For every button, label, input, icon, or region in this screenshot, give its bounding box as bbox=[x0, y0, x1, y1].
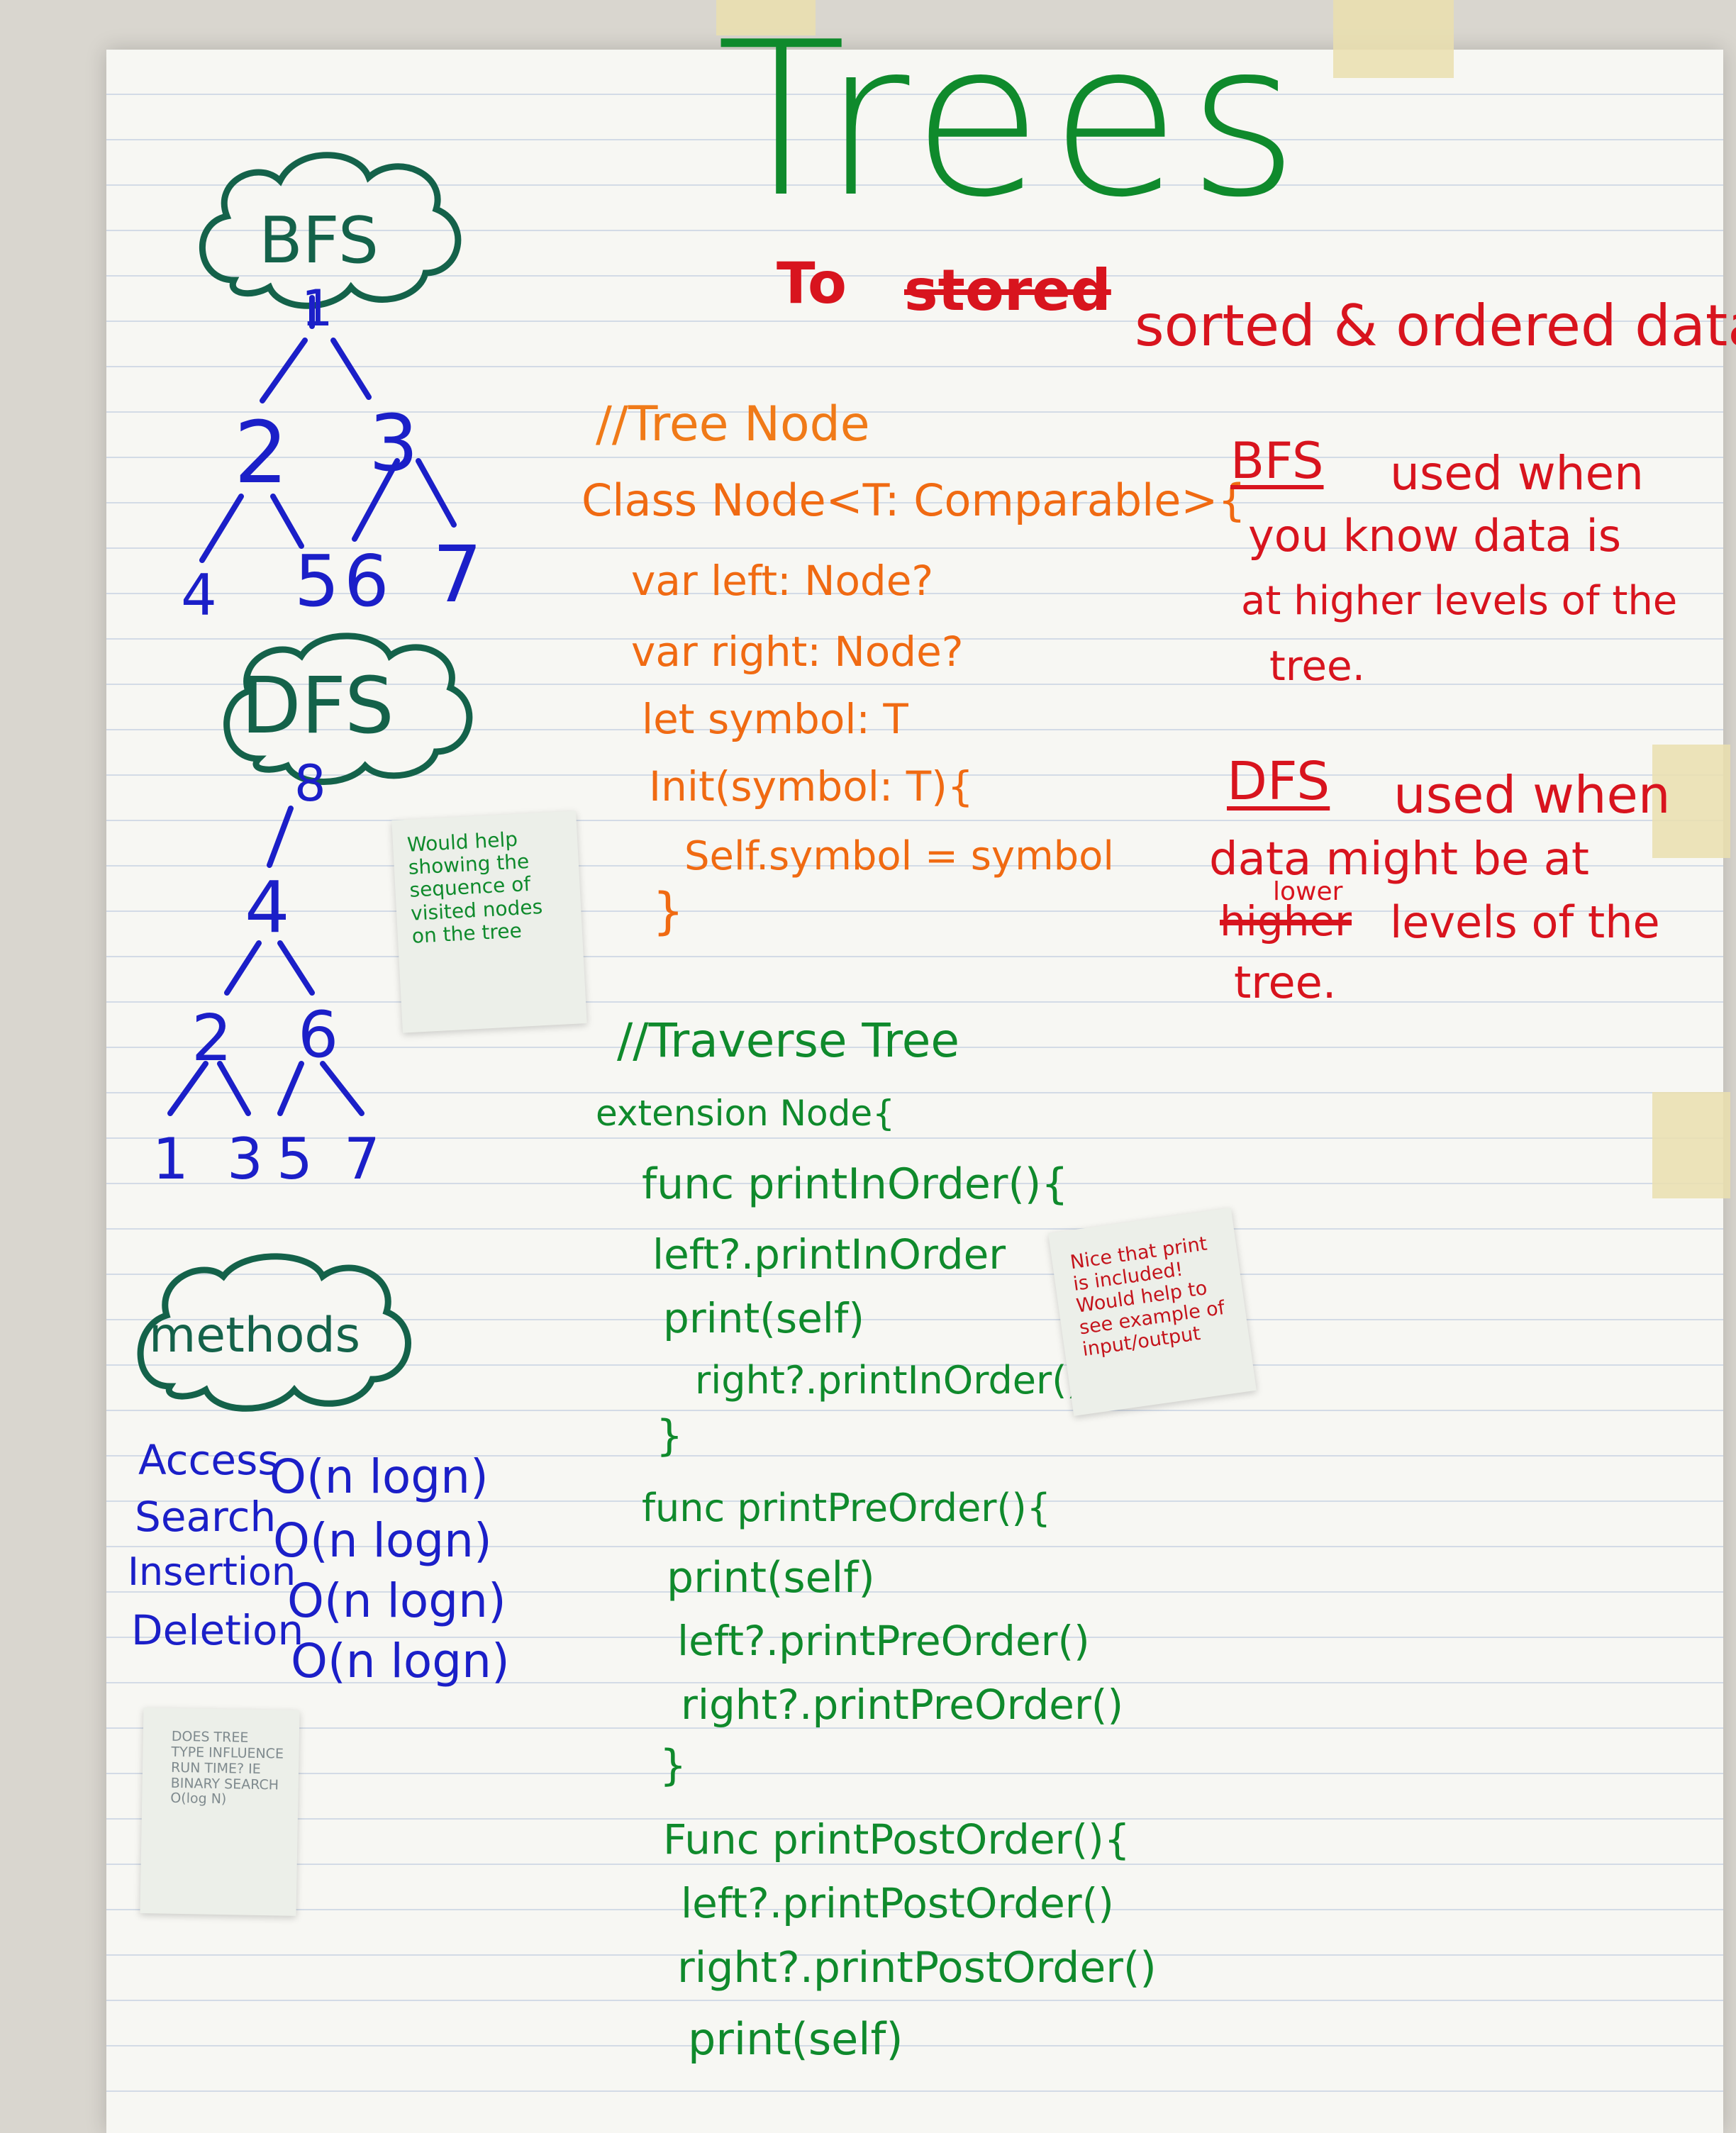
code-node-comment: //Tree Node bbox=[596, 401, 870, 449]
bfs-note-line: you know data is bbox=[1248, 514, 1621, 558]
method-complexity: O(n logn) bbox=[287, 1578, 506, 1625]
code-line: let symbol: T bbox=[642, 698, 908, 740]
code-line: func printPreOrder(){ bbox=[642, 1489, 1051, 1527]
bfs-note-line: tree. bbox=[1269, 645, 1365, 686]
dfs-node: 3 bbox=[227, 1131, 263, 1188]
code-line: right?.printInOrder() bbox=[695, 1361, 1081, 1400]
method-name: Access bbox=[138, 1439, 279, 1481]
bfs-node: 4 bbox=[181, 567, 217, 624]
method-complexity: O(n logn) bbox=[291, 1638, 510, 1685]
bfs-note-line: used when bbox=[1390, 450, 1644, 497]
code-line: extension Node{ bbox=[596, 1096, 895, 1131]
dfs-node: 7 bbox=[344, 1131, 380, 1188]
method-name: Insertion bbox=[128, 1553, 296, 1591]
dfs-node: 1 bbox=[152, 1131, 189, 1188]
code-line: var left: Node? bbox=[631, 560, 933, 601]
sticky-note-run-time: DOES TREE TYPE INFLUENCE RUN TIME? IE BI… bbox=[140, 1708, 299, 1916]
bfs-cloud-label: BFS bbox=[259, 209, 379, 273]
method-complexity: O(n logn) bbox=[273, 1517, 492, 1564]
code-line: print(self) bbox=[663, 1298, 864, 1339]
code-line: Func printPostOrder(){ bbox=[663, 1819, 1130, 1860]
code-traverse-comment: //Traverse Tree bbox=[617, 1018, 959, 1064]
code-line: left?.printInOrder bbox=[652, 1234, 1006, 1275]
code-line: left?.printPreOrder() bbox=[677, 1620, 1090, 1661]
code-line: var right: Node? bbox=[631, 631, 964, 672]
bfs-node: 2 bbox=[234, 411, 288, 496]
subtitle-struck-word: stored bbox=[904, 262, 1111, 319]
methods-cloud-label: methods bbox=[149, 1312, 360, 1360]
dfs-note-line: tree. bbox=[1234, 961, 1336, 1005]
sticky-note-text: Nice that print is included! Would help … bbox=[1069, 1231, 1235, 1361]
sticky-note-print-included: Nice that print is included! Would help … bbox=[1048, 1208, 1257, 1416]
code-line: Init(symbol: T){ bbox=[649, 766, 974, 807]
code-line: right?.printPreOrder() bbox=[681, 1684, 1123, 1725]
code-line: Self.symbol = symbol bbox=[684, 837, 1114, 876]
method-name: Deletion bbox=[131, 1610, 304, 1651]
bfs-note-line: at higher levels of the bbox=[1241, 581, 1677, 621]
code-line: left?.printPostOrder() bbox=[681, 1883, 1114, 1924]
code-line: } bbox=[652, 886, 684, 936]
sticky-note-visited-nodes: Would help showing the sequence of visit… bbox=[391, 811, 586, 1032]
dfs-note-line: levels of the bbox=[1390, 901, 1660, 945]
code-line: Class Node<T: Comparable>{ bbox=[582, 479, 1246, 523]
bfs-node: 7 bbox=[433, 535, 482, 613]
dfs-note-heading: DFS bbox=[1227, 755, 1330, 808]
dfs-node: 6 bbox=[298, 1003, 338, 1067]
code-line: } bbox=[660, 1744, 686, 1787]
code-line: print(self) bbox=[667, 1556, 875, 1599]
code-line: func printInOrder(){ bbox=[642, 1163, 1068, 1205]
subtitle-rest: sorted & ordered data. bbox=[1135, 298, 1736, 355]
code-line: } bbox=[656, 1415, 683, 1457]
dfs-note-line: data might be at bbox=[1209, 837, 1589, 882]
dfs-note-line: used when bbox=[1393, 769, 1670, 820]
code-line: right?.printPostOrder() bbox=[677, 1947, 1157, 1989]
dfs-node: 8 bbox=[294, 759, 326, 808]
method-name: Search bbox=[135, 1496, 276, 1537]
method-complexity: O(n logn) bbox=[269, 1454, 489, 1500]
dfs-node: 2 bbox=[191, 1007, 232, 1071]
sticky-note-text: DOES TREE TYPE INFLUENCE RUN TIME? IE BI… bbox=[170, 1730, 285, 1809]
bfs-node: 5 bbox=[294, 546, 340, 617]
dfs-note-struck-word: higher bbox=[1220, 901, 1352, 942]
code-line: print(self) bbox=[688, 2017, 903, 2061]
subtitle-to: To bbox=[777, 255, 847, 312]
sticky-note-text: Would help showing the sequence of visit… bbox=[406, 826, 564, 948]
bfs-node: 1 bbox=[301, 284, 333, 333]
bfs-note-heading: BFS bbox=[1230, 436, 1324, 486]
page-title: Trees bbox=[716, 14, 1306, 227]
bfs-node: 6 bbox=[344, 546, 389, 617]
bfs-node: 3 bbox=[369, 404, 418, 482]
dfs-cloud-label: DFS bbox=[241, 667, 394, 745]
dfs-node: 4 bbox=[245, 872, 290, 943]
dfs-node: 5 bbox=[277, 1131, 313, 1188]
